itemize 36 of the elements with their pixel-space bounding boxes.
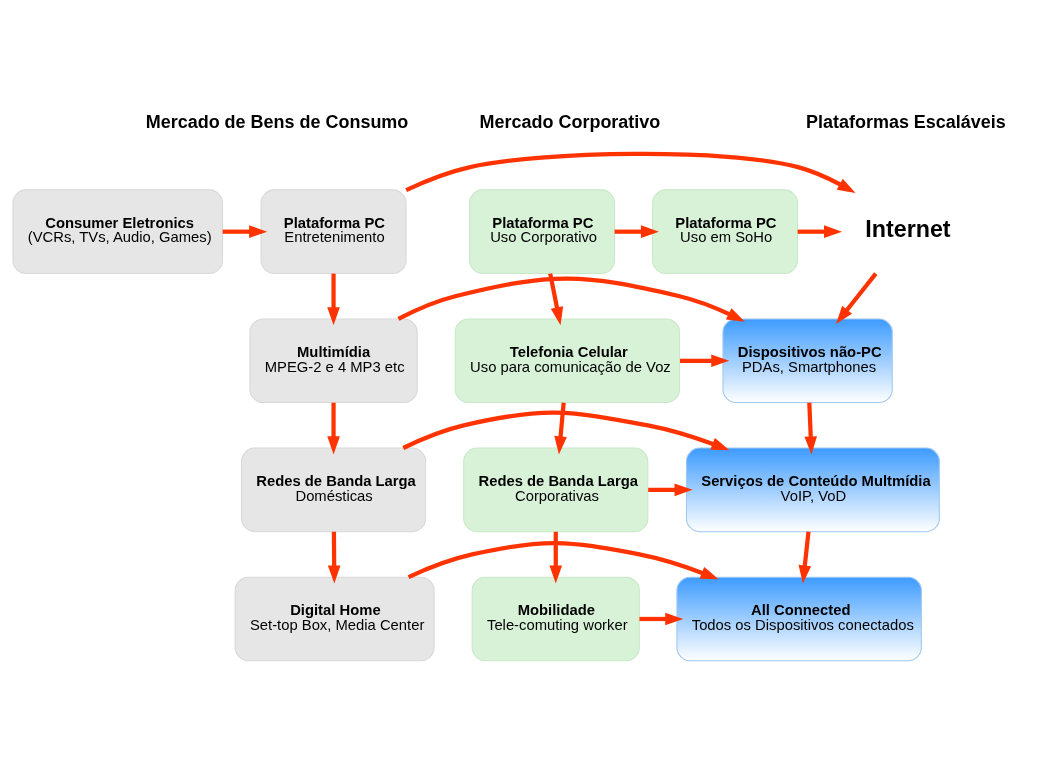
label: Mercado Corporativo: [479, 112, 661, 133]
arrow: [549, 531, 563, 584]
node-box: Consumer Eletronics (VCRs, TVs, Audio, Games): [12, 189, 223, 274]
arrow: [804, 402, 818, 455]
arrow: [407, 540, 719, 580]
arrow: [327, 273, 340, 326]
label: Plataformas Escaláveis: [806, 112, 1006, 133]
node-box: Serviços de Conteúdo Multmídia VoIP, VoD: [685, 447, 940, 533]
arrow: [222, 225, 268, 238]
arrow: [835, 272, 878, 324]
node-box: Telefonia Celular Uso para comunicação de Voz: [454, 318, 681, 404]
arrow: [614, 225, 659, 238]
arrow: [405, 151, 856, 193]
node-box: Plataforma PC Entretenimento: [260, 189, 407, 274]
arrow: [680, 354, 730, 368]
arrow: [798, 531, 812, 584]
node-box: Multimídia MPEG-2 e 4 MP3 etc: [249, 318, 418, 404]
arrow: [402, 410, 730, 451]
node-box: All Connected Todos os Dispositivos conectados: [676, 576, 922, 662]
node-box: Plataforma PC Uso em SoHo: [652, 189, 799, 274]
node-box: Mobilidade Tele-comuting worker: [471, 576, 640, 662]
arrow: [548, 273, 564, 326]
arrow: [639, 612, 684, 626]
node-text: Internet: [865, 215, 951, 242]
arrow: [327, 531, 341, 584]
node-box: Dispositivos não-PC PDAs, Smartphones: [722, 318, 893, 404]
arrow: [797, 225, 843, 238]
node-box: Redes de Banda Larga Domésticas: [240, 447, 427, 533]
arrow: [397, 276, 745, 322]
label: Mercado de Bens de Consumo: [145, 112, 409, 133]
node-box: Plataforma PC Uso Corporativo: [469, 189, 616, 274]
node-box: Digital Home Set-top Box, Media Center: [234, 576, 435, 662]
arrow: [648, 483, 693, 497]
arrow: [327, 402, 340, 455]
arrow: [554, 402, 567, 455]
node-box: Redes de Banda Larga Corporativas: [463, 447, 649, 533]
